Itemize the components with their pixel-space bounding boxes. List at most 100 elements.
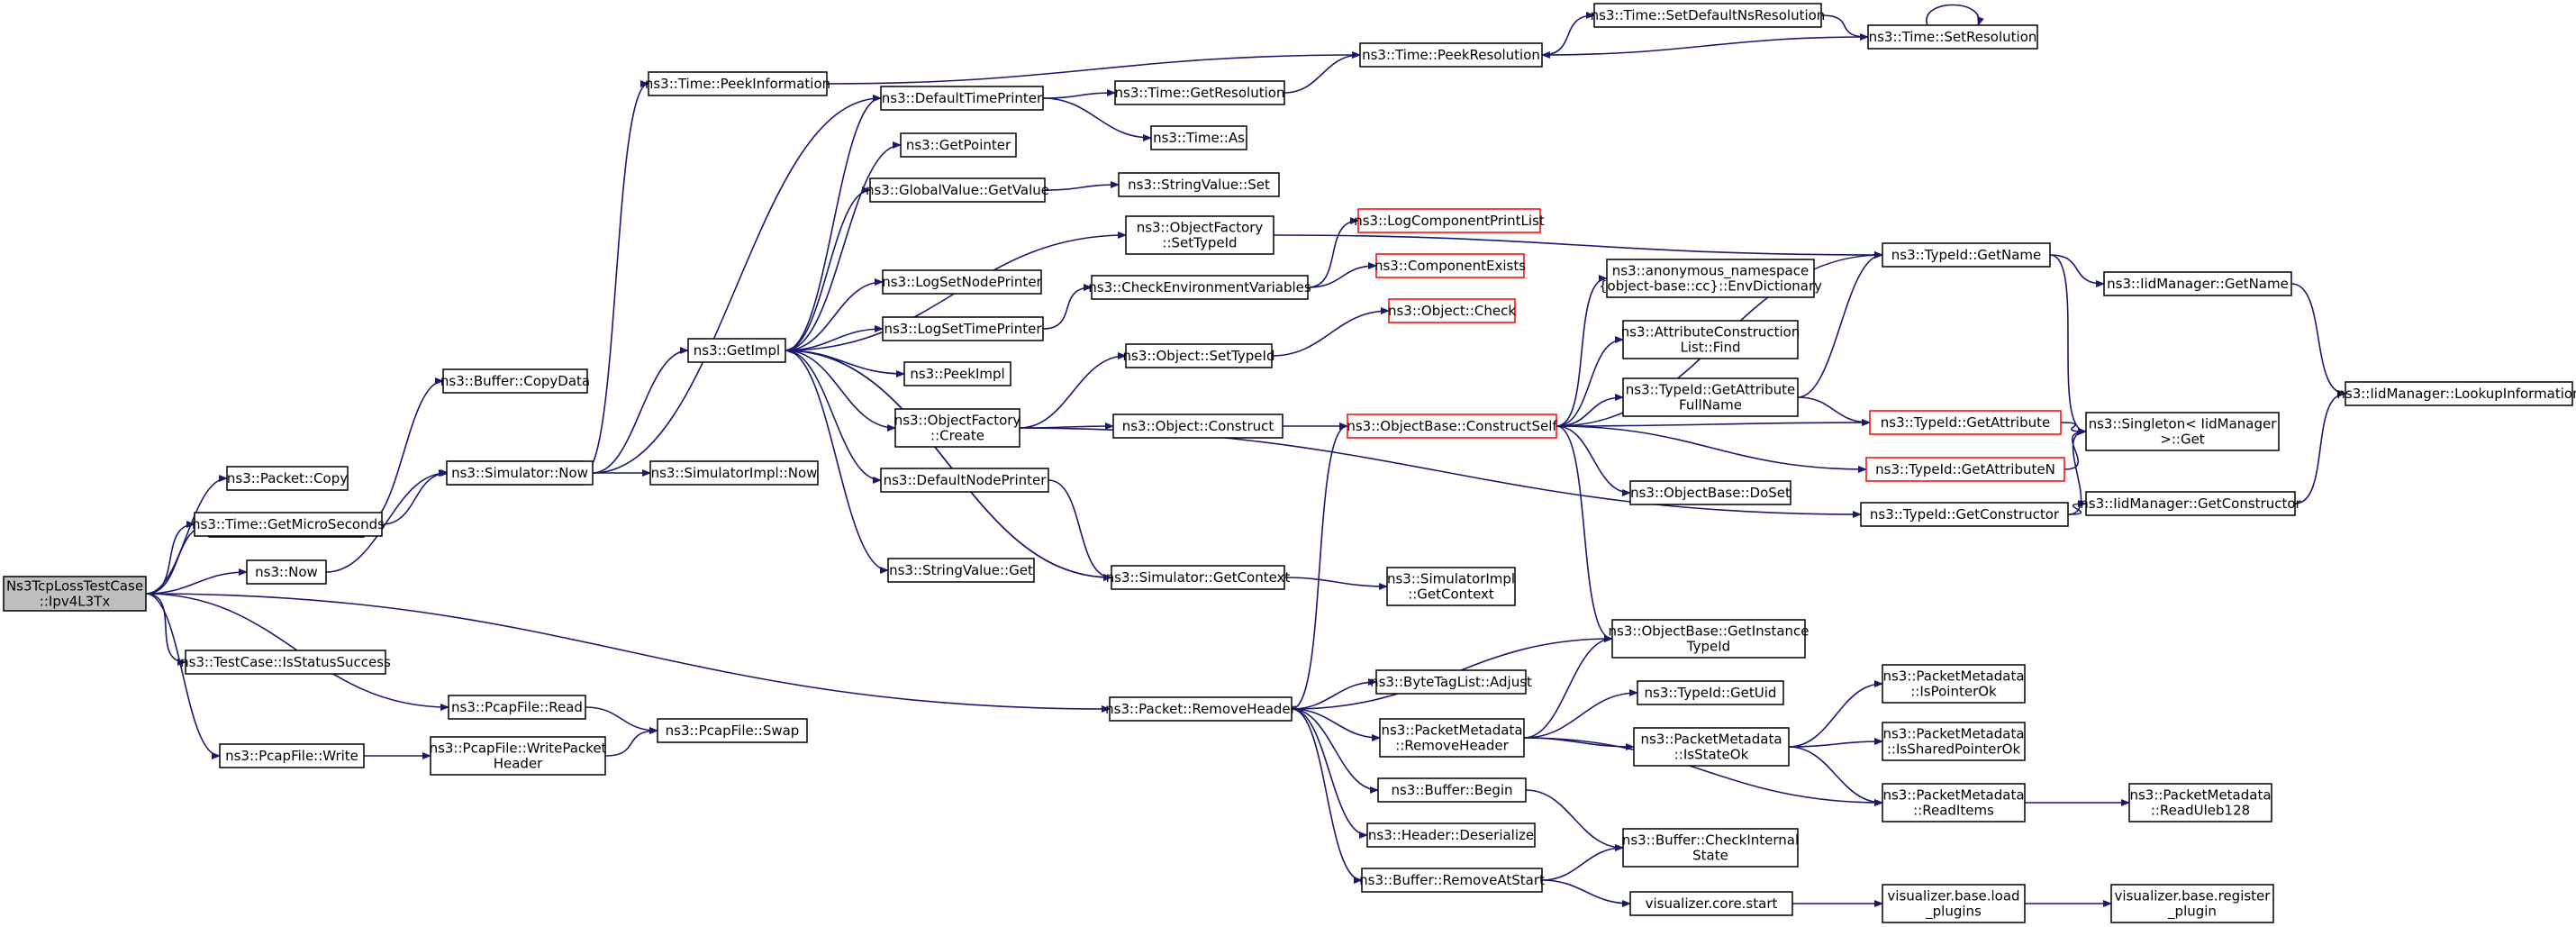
node-box xyxy=(1622,377,1799,417)
node-simimpl_now[interactable]: ns3::SimulatorImpl::Now xyxy=(649,460,819,486)
edge-object_settypeid-to-object_check xyxy=(1271,307,1390,357)
node-label: ns3::Time::PeekInformation xyxy=(645,76,830,92)
node-packet_copy[interactable]: ns3::Packet::Copy xyxy=(226,466,349,491)
node-buffer_copydata[interactable]: ns3::Buffer::CopyData xyxy=(440,368,590,394)
node-pm_readuleb[interactable]: ns3::PacketMetadata::ReadUleb128 xyxy=(2128,783,2272,822)
node-default_time_printer[interactable]: ns3::DefaultTimePrinter xyxy=(880,86,1044,111)
node-time_getres[interactable]: ns3::Time::GetResolution xyxy=(1114,80,1285,105)
node-pm_readitems[interactable]: ns3::PacketMetadata::ReadItems xyxy=(1882,783,2026,822)
node-box xyxy=(1375,669,1527,695)
node-getimpl[interactable]: ns3::GetImpl xyxy=(687,338,786,363)
node-header_deserialize[interactable]: ns3::Header::Deserialize xyxy=(1366,822,1536,848)
node-bytetag_adjust[interactable]: ns3::ByteTagList::Adjust xyxy=(1370,669,1532,695)
node-label: ns3::CheckEnvironmentVariables xyxy=(1088,279,1311,295)
node-stringvalue_set[interactable]: ns3::StringValue::Set xyxy=(1118,172,1280,197)
node-logsetnode[interactable]: ns3::LogSetNodePrinter xyxy=(882,269,1043,295)
node-compexists[interactable]: ns3::ComponentExists xyxy=(1374,253,1526,278)
node-gv_getvalue[interactable]: ns3::GlobalValue::GetValue xyxy=(866,177,1049,203)
edge-pm_removeheader-to-ob_getinstance xyxy=(1523,635,1613,739)
node-box xyxy=(900,132,1017,158)
node-singleton_get[interactable]: ns3::Singleton< IidManager>::Get xyxy=(2085,412,2280,451)
node-object_settypeid[interactable]: ns3::Object::SetTypeId xyxy=(1123,343,1275,368)
node-getpointer[interactable]: ns3::GetPointer xyxy=(900,132,1017,158)
node-label: ns3::SimulatorImpl::Now xyxy=(651,465,818,481)
node-box xyxy=(1882,722,2026,761)
node-box xyxy=(887,558,1035,583)
node-box xyxy=(2085,491,2296,516)
node-tid_getattr[interactable]: ns3::TypeId::GetAttribute xyxy=(1869,410,2062,435)
node-box xyxy=(1347,414,1557,439)
node-logcomp[interactable]: ns3::LogComponentPrintList xyxy=(1354,208,1545,233)
node-box xyxy=(226,466,349,491)
node-check_env[interactable]: ns3::CheckEnvironmentVariables xyxy=(1088,275,1311,300)
node-box xyxy=(1629,480,1791,505)
node-buffer_begin[interactable]: ns3::Buffer::Begin xyxy=(1377,777,1527,803)
node-now[interactable]: ns3::Now xyxy=(246,559,327,585)
node-simimpl_getcontext[interactable]: ns3::SimulatorImpl::GetContext xyxy=(1386,567,1516,606)
node-label: ns3::StringValue::Set xyxy=(1128,177,1270,193)
node-default_node_printer[interactable]: ns3::DefaultNodePrinter xyxy=(880,468,1049,493)
node-iid_getname[interactable]: ns3::IidManager::GetName xyxy=(2103,271,2292,296)
node-of_settypeid[interactable]: ns3::ObjectFactory::SetTypeId xyxy=(1125,215,1274,255)
node-pcap_read[interactable]: ns3::PcapFile::Read xyxy=(448,695,586,720)
node-box xyxy=(2103,271,2292,296)
node-root[interactable]: Ns3TcpLossTestCase::Ipv4L3Tx xyxy=(3,576,147,612)
edge-iid_getconstructor-to-iid_lookup xyxy=(2294,390,2346,504)
node-object_check[interactable]: ns3::Object::Check xyxy=(1388,298,1516,323)
node-peekinfo[interactable]: ns3::Time::PeekInformation xyxy=(645,71,830,96)
node-iid_lookup[interactable]: ns3::IidManager::LookupInformation xyxy=(2336,381,2576,406)
node-ob_doset[interactable]: ns3::ObjectBase::DoSet xyxy=(1629,480,1791,505)
node-tid_getname[interactable]: ns3::TypeId::GetName xyxy=(1882,242,2051,268)
node-box xyxy=(894,408,1020,448)
node-sim_now[interactable]: ns3::Simulator::Now xyxy=(446,460,594,486)
node-packet_removeheader[interactable]: ns3::Packet::RemoveHeader xyxy=(1105,696,1297,722)
node-label: ns3::SimulatorImpl xyxy=(1387,571,1515,587)
node-logsettime[interactable]: ns3::LogSetTimePrinter xyxy=(882,316,1044,341)
node-time_getmicro[interactable]: ns3::Time::GetMicroSeconds xyxy=(192,512,385,537)
node-object_construct[interactable]: ns3::Object::Construct xyxy=(1112,414,1283,439)
node-box xyxy=(1359,42,1543,68)
node-peekres[interactable]: ns3::Time::PeekResolution xyxy=(1359,42,1543,68)
node-label: ns3::TypeId::GetConstructor xyxy=(1870,506,2060,523)
node-pcap_write[interactable]: ns3::PcapFile::Write xyxy=(219,743,365,768)
node-pcap_swap[interactable]: ns3::PcapFile::Swap xyxy=(657,718,808,743)
edge-root-to-packet_copy xyxy=(145,475,228,595)
node-iid_getconstructor[interactable]: ns3::IidManager::GetConstructor xyxy=(2080,491,2302,516)
node-label: ns3::Buffer::CheckInternal xyxy=(1622,832,1799,849)
node-sim_getcontext[interactable]: ns3::Simulator::GetContext xyxy=(1106,565,1291,590)
node-setres[interactable]: ns3::Time::SetResolution xyxy=(1867,24,2038,50)
node-tid_getconstructor[interactable]: ns3::TypeId::GetConstructor xyxy=(1860,502,2069,527)
node-box xyxy=(1118,172,1280,197)
edge-default_time_printer-to-time_getres xyxy=(1042,89,1116,99)
node-of_create[interactable]: ns3::ObjectFactory::Create xyxy=(894,408,1021,448)
node-tid_getuid[interactable]: ns3::TypeId::GetUid xyxy=(1637,680,1784,705)
node-box xyxy=(1633,727,1790,767)
node-label: ns3::LogSetNodePrinter xyxy=(882,274,1042,290)
node-pm_isstateok[interactable]: ns3::PacketMetadata::IsStateOk xyxy=(1633,727,1790,767)
node-box xyxy=(657,718,808,743)
node-constructself[interactable]: ns3::ObjectBase::ConstructSelf xyxy=(1347,414,1557,439)
edge-pm_removeheader-to-tid_getuid xyxy=(1523,689,1638,739)
node-label: ns3::Header::Deserialize xyxy=(1368,827,1534,843)
node-vis_core_start[interactable]: visualizer.core.start xyxy=(1629,891,1793,916)
node-pm_ispointerok[interactable]: ns3::PacketMetadata::IsPointerOk xyxy=(1882,664,2026,704)
node-time_as[interactable]: ns3::Time::As xyxy=(1150,125,1247,150)
node-setdefaultns[interactable]: ns3::Time::SetDefaultNsResolution xyxy=(1591,3,1826,28)
node-pm_issharedok[interactable]: ns3::PacketMetadata::IsSharedPointerOk xyxy=(1882,722,2026,761)
node-pm_removeheader[interactable]: ns3::PacketMetadata::RemoveHeader xyxy=(1379,718,1525,758)
node-buffer_removeatstart[interactable]: ns3::Buffer::RemoveAtStart xyxy=(1359,868,1545,893)
node-vis_register[interactable]: visualizer.base.register_plugin xyxy=(2110,884,2274,923)
node-peekimpl[interactable]: ns3::PeekImpl xyxy=(903,361,1011,386)
node-stringvalue_get[interactable]: ns3::StringValue::Get xyxy=(887,558,1035,583)
node-tid_getattrn[interactable]: ns3::TypeId::GetAttributeN xyxy=(1865,457,2065,482)
node-box xyxy=(1882,664,2026,704)
node-envdict[interactable]: ns3::anonymous_namespace{object-base::cc… xyxy=(1599,259,1822,298)
node-label: ns3::DefaultTimePrinter xyxy=(882,90,1043,106)
node-is_status[interactable]: ns3::TestCase::IsStatusSuccess xyxy=(180,650,391,675)
node-vis_load[interactable]: visualizer.base.load_plugins xyxy=(1882,884,2026,923)
